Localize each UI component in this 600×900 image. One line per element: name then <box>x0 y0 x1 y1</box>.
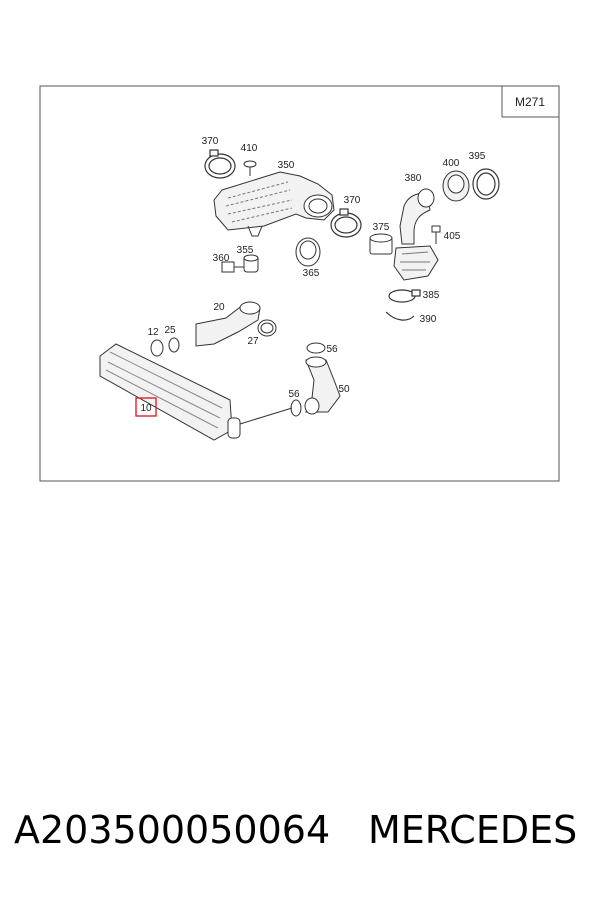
seal-56-top <box>306 342 326 354</box>
grommet-355 <box>243 254 259 273</box>
flange-375 <box>369 233 393 255</box>
callout-56-bottom: 56 <box>288 389 300 400</box>
clamp-370-left <box>204 149 236 179</box>
callout-405: 405 <box>444 231 461 242</box>
clamp-395 <box>472 168 500 200</box>
seal-56-bottom <box>290 399 302 417</box>
callout-360: 360 <box>213 253 230 264</box>
air-duct-350 <box>213 171 335 237</box>
hose-20 <box>195 301 261 347</box>
diagram-frame <box>39 85 560 482</box>
callout-355: 355 <box>237 245 254 256</box>
callout-350: 350 <box>278 160 295 171</box>
callout-10: 10 <box>140 403 152 414</box>
callout-25: 25 <box>164 325 176 336</box>
clamp-385 <box>388 289 421 303</box>
callout-365: 365 <box>303 268 320 279</box>
callout-370-left: 370 <box>202 136 219 147</box>
callout-380: 380 <box>405 173 422 184</box>
intercooler-10 <box>99 343 241 441</box>
callout-56-top: 56 <box>326 344 338 355</box>
callout-12: 12 <box>147 327 159 338</box>
seal-365 <box>295 237 321 267</box>
highlight-box <box>135 397 157 417</box>
brand-name: MERCEDES <box>368 808 578 852</box>
engine-code-box: M271 <box>501 86 559 118</box>
hose-50 <box>304 356 341 415</box>
callout-labels: 370 410 350 370 400 395 380 375 405 360 … <box>140 136 485 414</box>
intercooler-leader <box>239 407 293 425</box>
callout-20: 20 <box>213 302 225 313</box>
seal-27 <box>257 319 277 337</box>
callout-50: 50 <box>338 384 350 395</box>
callout-370-right: 370 <box>344 195 361 206</box>
callout-375: 375 <box>373 222 390 233</box>
seal-25 <box>168 337 180 353</box>
engine-code-label: M271 <box>515 95 545 109</box>
part-number: A203500050064 <box>14 808 331 852</box>
clamp-370-right <box>330 208 362 238</box>
callout-395: 395 <box>469 151 486 162</box>
callout-390: 390 <box>420 314 437 325</box>
clip-390 <box>385 311 415 321</box>
callout-410: 410 <box>241 143 258 154</box>
bolt-410 <box>243 160 257 176</box>
callout-385: 385 <box>423 290 440 301</box>
callout-27: 27 <box>247 336 259 347</box>
hose-380 <box>393 188 439 281</box>
connector-400 <box>442 170 470 202</box>
callout-400: 400 <box>443 158 460 169</box>
bolt-360 <box>221 261 244 273</box>
seal-12 <box>150 339 164 357</box>
bolt-405 <box>431 225 441 244</box>
